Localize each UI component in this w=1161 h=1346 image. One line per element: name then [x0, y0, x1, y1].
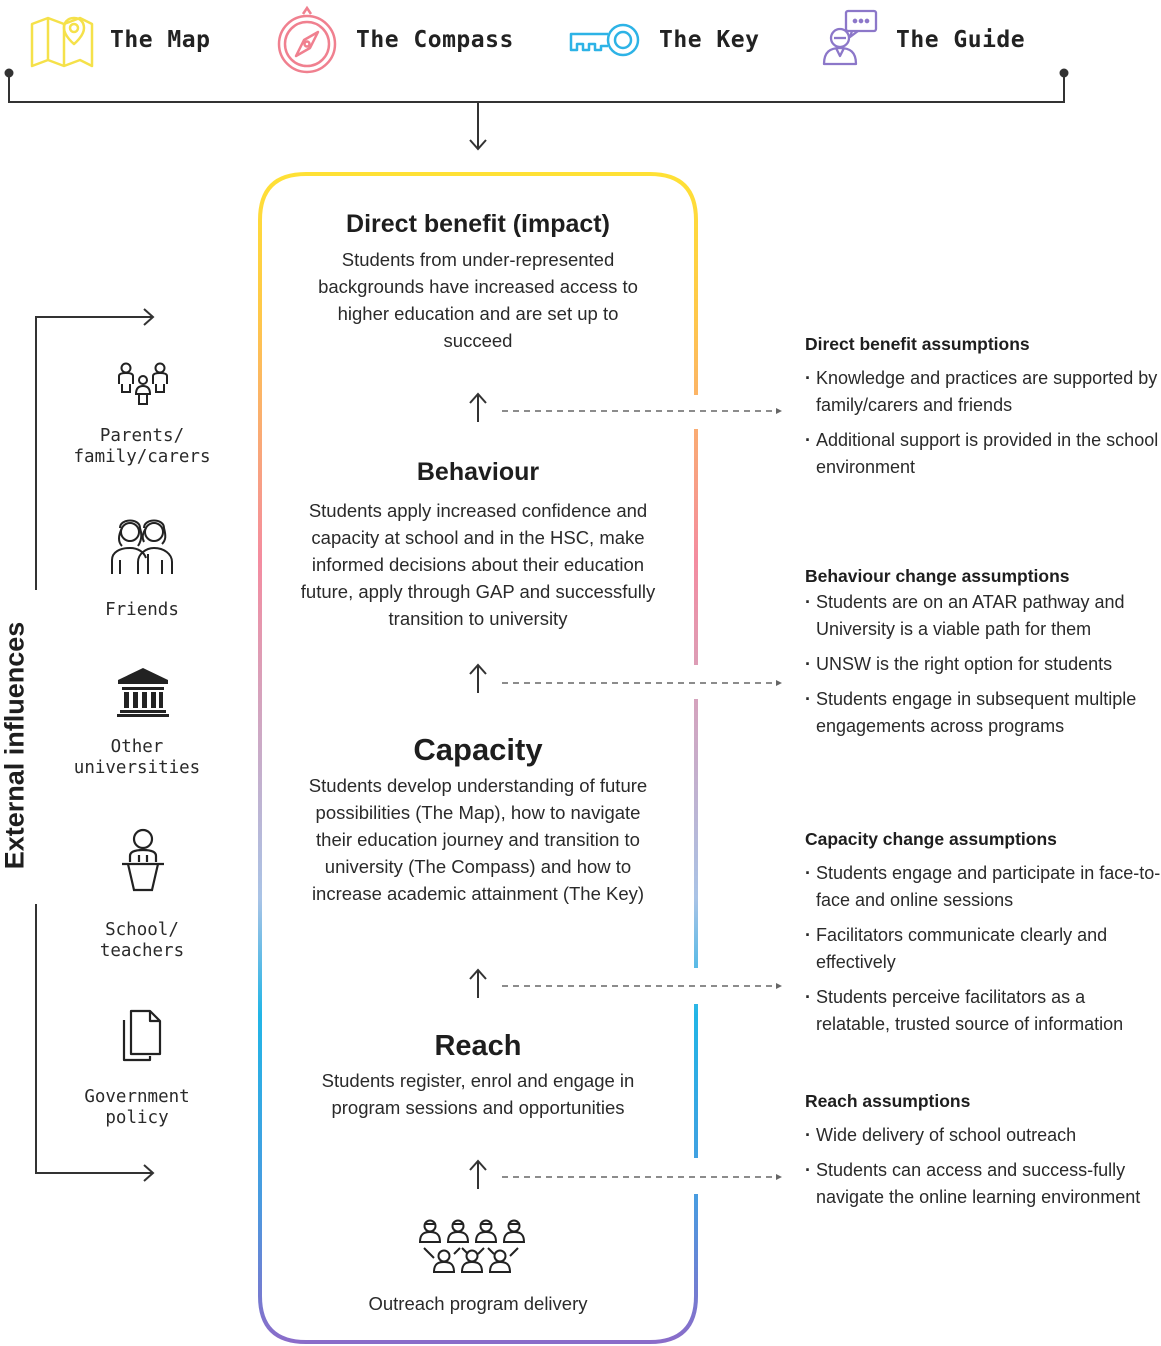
stage-title: Capacity: [413, 732, 543, 767]
up-arrows: [469, 392, 487, 1189]
teacher-lectern-icon: [122, 828, 164, 892]
stage-description: Students apply increased confidence and …: [300, 500, 656, 629]
friends-icon: [111, 519, 173, 574]
family-icon: [118, 362, 168, 405]
assumptions-behaviour: Behaviour change assumptions Students ar…: [805, 566, 1161, 748]
assumption-heading: Behaviour change assumptions: [805, 566, 1070, 586]
assumption-item: Students engage and participate in face-…: [805, 860, 1161, 914]
outcomes-frame: [258, 172, 698, 1344]
guide-icon: [822, 9, 878, 66]
assumption-list: Wide delivery of school outreach Student…: [805, 1122, 1161, 1211]
assumption-heading: Direct benefit assumptions: [805, 334, 1030, 354]
side-bracket: [35, 308, 155, 1182]
influence-label-school: School/ teachers: [99, 920, 185, 961]
map-icon: [30, 16, 94, 68]
assumption-item: Wide delivery of school outreach: [805, 1122, 1161, 1149]
stage-reach: Reach Students register, enrol and engag…: [290, 1030, 666, 1121]
stage-title: Behaviour: [416, 458, 540, 486]
group-of-people-icon: [418, 1219, 526, 1273]
tool-label-guide: The Guide: [896, 27, 1026, 53]
assumption-item: Students are on an ATAR pathway and Univ…: [805, 589, 1161, 643]
assumption-item: UNSW is the right option for students: [805, 651, 1161, 678]
assumption-list: Students engage and participate in face-…: [805, 860, 1161, 1038]
assumption-list: Students are on an ATAR pathway and Univ…: [805, 589, 1161, 740]
assumption-heading: Capacity change assumptions: [805, 829, 1057, 849]
tool-label-map: The Map: [110, 27, 211, 53]
documents-icon: [122, 1009, 162, 1062]
assumptions-capacity: Capacity change assumptions Students eng…: [805, 829, 1161, 1046]
assumption-heading: Reach assumptions: [805, 1091, 971, 1111]
stage-title: Reach: [434, 1030, 522, 1062]
assumption-list: Knowledge and practices are supported by…: [805, 365, 1161, 481]
university-building-icon: [117, 668, 169, 717]
assumption-item: Students can access and success-fully na…: [805, 1157, 1161, 1211]
stage-description: Students develop understanding of future…: [308, 775, 648, 904]
key-icon: [569, 23, 640, 57]
assumption-item: Knowledge and practices are supported by…: [805, 365, 1161, 419]
assumption-item: Additional support is provided in the sc…: [805, 427, 1161, 481]
influence-label-government: Government policy: [84, 1087, 190, 1128]
dashed-arrows: [502, 410, 778, 1178]
assumptions-reach: Reach assumptions Wide delivery of schoo…: [805, 1091, 1161, 1219]
tool-label-key: The Key: [659, 27, 760, 53]
assumptions-direct-benefit: Direct benefit assumptions Knowledge and…: [805, 334, 1161, 489]
stage-title: Direct benefit (impact): [346, 210, 610, 238]
tool-label-compass: The Compass: [356, 27, 514, 53]
stage-direct-benefit: Direct benefit (impact) Students from un…: [290, 210, 666, 354]
assumption-item: Students perceive facilitators as a rela…: [805, 984, 1161, 1038]
assumption-item: Facilitators communicate clearly and eff…: [805, 922, 1161, 976]
stage-description: Students from under-represented backgrou…: [318, 249, 638, 351]
stage-description: Students register, enrol and engage in p…: [321, 1070, 635, 1118]
delivery-label: Outreach program delivery: [368, 1293, 588, 1314]
external-influences-title: External influences: [0, 621, 30, 870]
stage-capacity: Capacity Students develop understanding …: [290, 732, 666, 907]
compass-icon: [277, 5, 337, 74]
influence-label-universities: Other universities: [73, 737, 201, 778]
influence-label-friends: Friends: [105, 600, 179, 620]
stage-behaviour: Behaviour Students apply increased confi…: [290, 458, 666, 632]
influence-label-family: Parents/ family/carers: [73, 426, 211, 467]
assumption-item: Students engage in subsequent multiple e…: [805, 686, 1161, 740]
top-bracket: [4, 68, 1069, 151]
